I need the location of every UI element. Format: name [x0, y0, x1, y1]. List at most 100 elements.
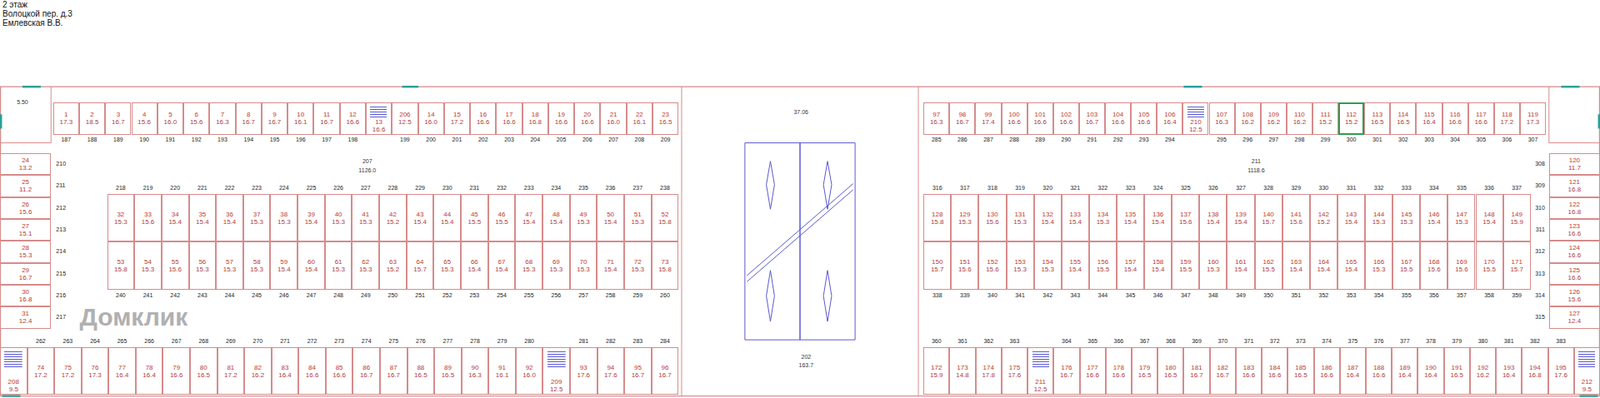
place-number: 232 — [496, 185, 507, 192]
place-number: 278 — [470, 338, 480, 345]
storage-cell: 18416.6 — [1261, 347, 1288, 396]
area-text: 16.7 — [955, 118, 970, 126]
area-text: 15.3 — [440, 265, 455, 274]
place-number: 333 — [1401, 185, 1412, 192]
area-label: 163.7 — [798, 362, 815, 370]
cell-number: 133 — [1070, 210, 1081, 219]
area-text: 16.7 — [19, 274, 33, 282]
storage-cell: 10916.2 — [1260, 102, 1287, 135]
place-number: 227 — [360, 185, 371, 192]
place-number: 362 — [983, 338, 994, 345]
place-number: 210 — [55, 160, 66, 168]
cell-number: 113 — [1371, 110, 1383, 119]
cell-number: 173 — [956, 364, 968, 372]
place-number: 273 — [334, 338, 345, 345]
place-number: 297 — [1268, 136, 1279, 144]
storage-cell: 3915.4 — [297, 194, 325, 243]
cell-number: 98 — [958, 110, 966, 119]
cell-number: 210 — [1190, 118, 1201, 126]
cell-number: 6 — [194, 110, 198, 119]
cell-number: 104 — [1112, 110, 1124, 119]
place-number: 254 — [496, 292, 507, 300]
cell-number: 158 — [1152, 258, 1164, 266]
place-number: 199 — [400, 136, 410, 144]
area-text: 15.3 — [1455, 218, 1469, 226]
area-label: 202 — [800, 354, 813, 361]
cell-number: 182 — [1217, 364, 1229, 372]
place-number: 364 — [1061, 338, 1072, 345]
area-text: 16.6 — [1112, 371, 1126, 380]
place-number: 218 — [115, 185, 126, 192]
place-number: 230 — [442, 185, 453, 192]
area-text: 16.6 — [1137, 118, 1151, 126]
storage-cell: 8616.7 — [352, 347, 380, 396]
place-number: 216 — [55, 292, 66, 300]
storage-cell: 615.6 — [183, 102, 210, 135]
cell-number: 170 — [1483, 258, 1495, 266]
cell-number: 42 — [389, 210, 397, 219]
cell-number: 10 — [296, 110, 305, 119]
wall-line — [680, 86, 682, 396]
storage-cell: 11917.3 — [1520, 102, 1546, 135]
storage-cell: 13315.4 — [1061, 194, 1090, 243]
storage-cell: 1916.6 — [548, 102, 575, 135]
cell-number: 87 — [390, 364, 398, 372]
area-text: 15.4 — [604, 265, 618, 274]
place-number: 286 — [957, 136, 968, 144]
cell-number: 70 — [580, 258, 588, 266]
cell-number: 22 — [635, 110, 644, 119]
cell-number: 81 — [226, 364, 235, 372]
place-number: 367 — [1140, 338, 1150, 345]
stair-block: 20912.5 — [542, 347, 570, 396]
area-text: 15.3 — [576, 265, 590, 274]
cell-number: 63 — [389, 258, 397, 266]
place-number: 337 — [1511, 185, 1522, 192]
cell-number: 19 — [557, 110, 565, 119]
area-text: 15.3 — [522, 265, 536, 274]
area-text: 15.3 — [576, 218, 590, 226]
storage-cell: 12815.8 — [923, 194, 951, 243]
cell-number: 59 — [280, 258, 288, 266]
area-text: 15.8 — [114, 265, 128, 274]
area-text: 15.4 — [1069, 218, 1083, 226]
area-text: 15.8 — [930, 218, 945, 226]
area-text: 15.4 — [604, 218, 618, 226]
storage-cell: 9516.7 — [624, 347, 652, 396]
place-number: 323 — [1125, 185, 1136, 192]
cell-number: 206 — [399, 110, 410, 119]
storage-cell: 9816.7 — [949, 102, 975, 135]
cell-number: 76 — [91, 364, 100, 372]
cell-number: 128 — [931, 210, 943, 219]
storage-cell: 18316.6 — [1235, 347, 1262, 396]
cell-number: 30 — [21, 288, 30, 296]
cell-number: 109 — [1268, 110, 1280, 119]
place-number: 299 — [1320, 136, 1331, 144]
cell-number: 100 — [1008, 110, 1020, 119]
place-number: 302 — [1398, 136, 1409, 144]
place-number: 349 — [1235, 292, 1246, 300]
storage-cell: 6815.3 — [515, 241, 543, 290]
place-number: 201 — [452, 136, 463, 144]
area-text: 16.0 — [606, 118, 620, 126]
cell-number: 80 — [200, 364, 208, 372]
place-number: 347 — [1180, 292, 1191, 300]
storage-cell: 16215.5 — [1255, 241, 1283, 290]
storage-cell: 12216.8 — [1549, 197, 1600, 220]
area-text: 16.5 — [1450, 371, 1464, 380]
storage-cell: 7215.3 — [624, 241, 652, 290]
place-number: 250 — [388, 292, 399, 300]
cell-number: 134 — [1097, 210, 1109, 219]
cell-number: 13 — [375, 118, 383, 126]
area-label: 211 — [1250, 158, 1262, 165]
storage-cell: 415.6 — [131, 102, 158, 135]
storage-cell: 7617.3 — [81, 347, 110, 396]
area-text: 15.3 — [114, 218, 128, 226]
area-text: 11.2 — [19, 185, 32, 194]
storage-cell: 14815.4 — [1475, 194, 1504, 243]
area-text: 15.3 — [359, 218, 373, 226]
area-text: 16.7 — [241, 118, 255, 126]
place-number: 353 — [1346, 292, 1357, 300]
cell-number: 95 — [634, 364, 642, 372]
cell-number: 211 — [1035, 378, 1046, 386]
cell-number: 83 — [281, 364, 290, 372]
